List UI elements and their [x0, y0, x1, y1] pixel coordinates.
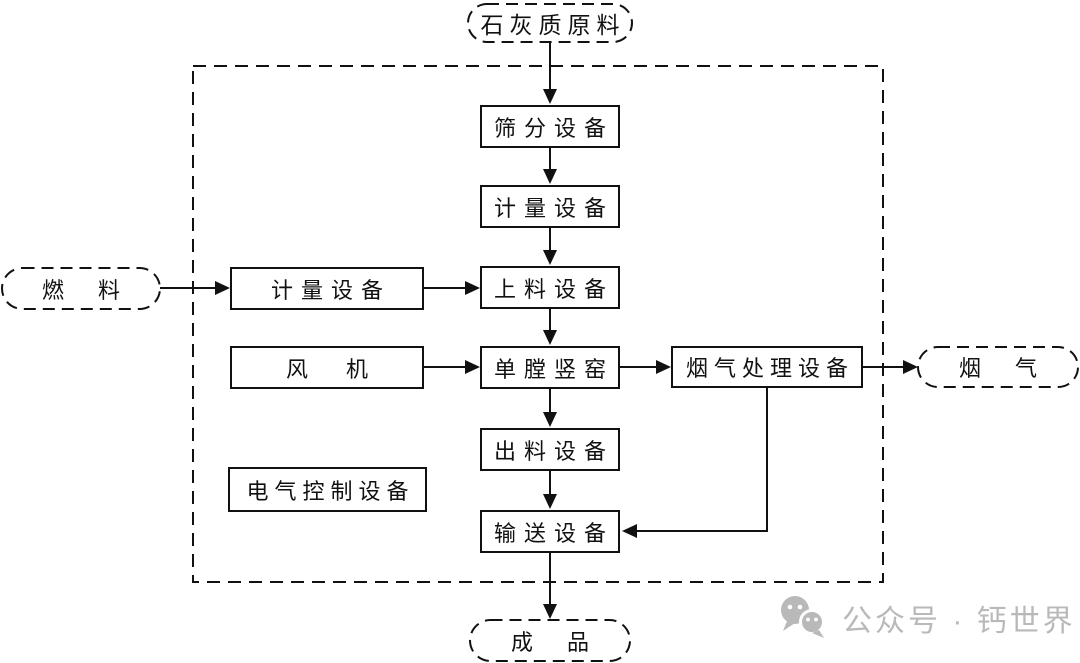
edge-screening-metering	[543, 148, 557, 184]
node-product-outline	[469, 619, 631, 662]
node-flue-gas-treatment-equipment: 烟气处理设备	[671, 346, 863, 388]
edge-fan-kiln	[424, 360, 480, 374]
node-single-chamber-shaft-kiln: 单膛竖窑	[480, 346, 620, 389]
node-electrical-control-equipment: 电气控制设备	[228, 467, 427, 512]
node-flue-gas: 烟 气	[958, 356, 1043, 381]
node-screening-equipment: 筛分设备	[480, 105, 620, 148]
node-fuel: 燃 料	[41, 277, 126, 303]
node-conveying-equipment: 输送设备	[480, 510, 620, 553]
edge-fuel-metering	[160, 281, 230, 295]
watermark: 公众号 · 钙世界	[778, 595, 1076, 641]
process-boundary-frame	[192, 65, 884, 583]
edge-metering-feeding-horizontal	[424, 281, 480, 295]
node-fuel-outline	[1, 267, 161, 310]
wechat-icon	[781, 596, 825, 638]
edge-kiln-discharge	[543, 389, 557, 427]
node-metering-equipment-main: 计量设备	[480, 185, 620, 228]
edge-treatment-conveying	[622, 388, 768, 538]
node-discharge-equipment: 出料设备	[480, 428, 620, 471]
edge-treatment-flue-gas	[863, 360, 918, 374]
edge-discharge-conveying	[543, 471, 557, 509]
edge-limestone-screening	[543, 42, 557, 104]
node-limestone-raw-material: 石灰质原料	[480, 13, 626, 38]
edge-conveying-product	[543, 553, 557, 619]
edge-feeding-kiln	[543, 309, 557, 345]
node-fan: 风 机	[230, 346, 424, 389]
node-feeding-equipment: 上料设备	[480, 266, 620, 309]
watermark-text: 公众号 · 钙世界	[842, 605, 1076, 638]
node-metering-equipment-fuel: 计量设备	[230, 267, 424, 310]
node-product: 成 品	[510, 629, 595, 655]
edge-kiln-flue-gas-treatment	[620, 360, 671, 374]
edge-metering-feeding	[543, 228, 557, 265]
